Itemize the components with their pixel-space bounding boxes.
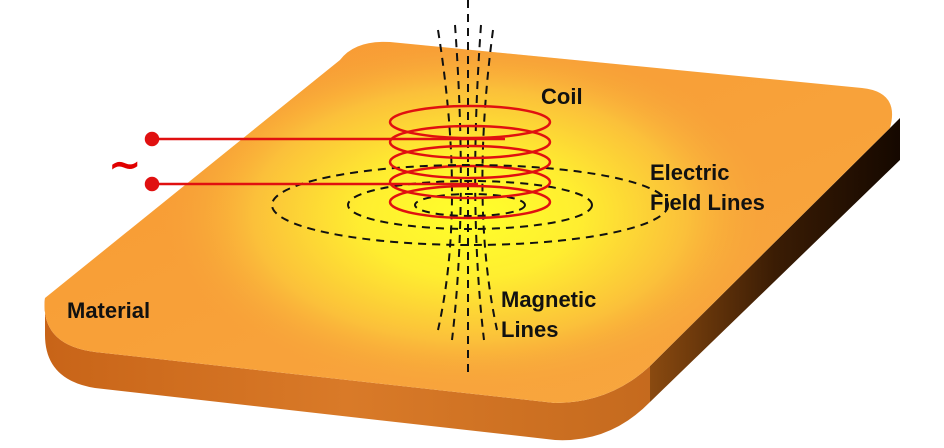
magnetic-line-left-outer [437, 29, 453, 331]
electric-field-lines [271, 164, 669, 246]
plate-front-edge [44, 298, 651, 441]
magnetic-lines-label-line2: Lines [501, 317, 558, 342]
magnetic-line-left-inner [451, 24, 462, 341]
material-label: Material [67, 298, 150, 323]
electric-line-outer [271, 164, 669, 246]
ac-source-symbol: ~ [108, 142, 142, 188]
magnetic-lines-label-line1: Magnetic [501, 287, 596, 312]
electric-field-label-line1: Electric [650, 160, 730, 185]
lead-terminal-bottom [144, 176, 160, 192]
magnetic-line-right-outer [481, 29, 498, 331]
lead-terminal-top [144, 131, 160, 147]
electric-line-middle [347, 180, 593, 230]
coil-label: Coil [541, 84, 583, 109]
electric-field-label-line2: Field Lines [650, 190, 765, 215]
electric-line-inner [414, 193, 526, 217]
magnetic-line-right-inner [474, 24, 485, 341]
magnetic-field-lines [437, 0, 498, 375]
coil-leads [144, 131, 505, 192]
coil-back [388, 104, 552, 203]
plate-right-edge [650, 118, 900, 402]
